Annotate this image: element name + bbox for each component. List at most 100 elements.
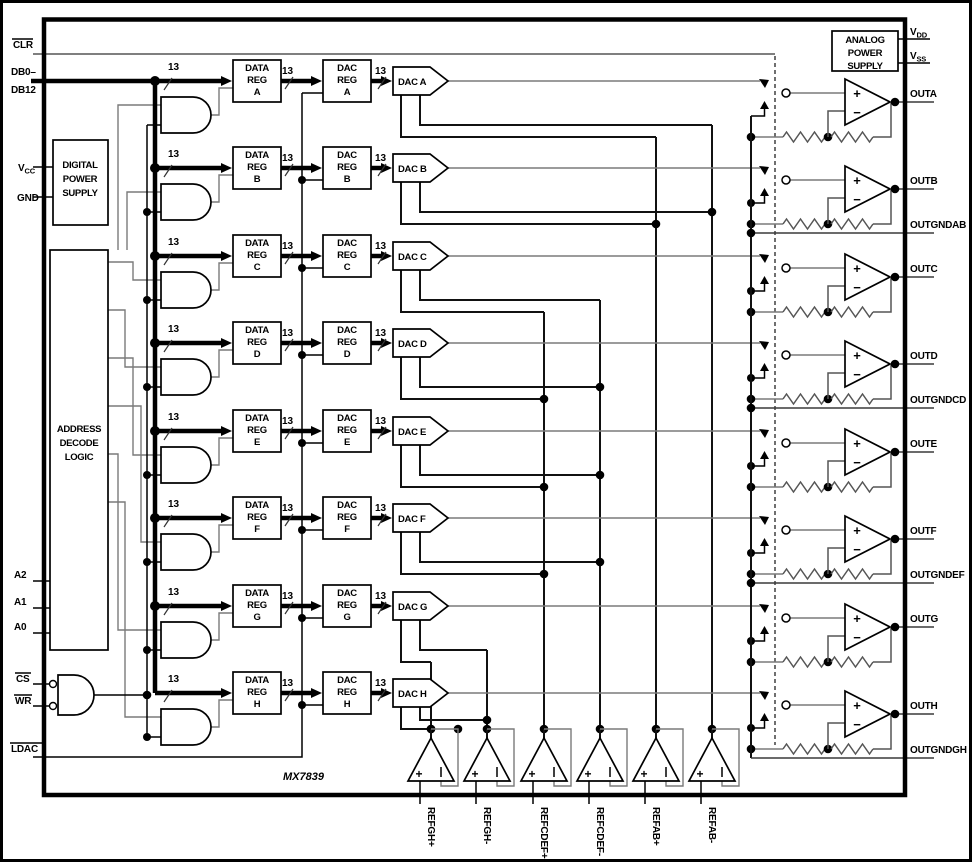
buffer-feedback-loop <box>656 728 684 787</box>
outgnd-pin-label: OUTGNDAB <box>910 220 966 231</box>
opamp <box>844 339 892 389</box>
output-pin-label: OUTF <box>910 526 937 537</box>
output-node-dot <box>890 534 900 544</box>
dac-block <box>392 66 450 96</box>
dac-ref-line <box>400 182 656 225</box>
dac-reg-label: REG <box>337 600 357 611</box>
data-reg-box <box>232 321 282 365</box>
bus-slash <box>163 77 173 91</box>
buffer-plus-sign: + <box>415 767 422 781</box>
junction-dot <box>482 715 492 725</box>
clock-junction-dot <box>143 208 151 216</box>
data-reg-label: REG <box>247 75 267 86</box>
buffer-feedback-loop <box>712 728 740 787</box>
switch-feedback-contact-arrow <box>760 101 769 109</box>
output-node-dot <box>890 447 900 457</box>
opamp-plus-sign: + <box>853 348 861 363</box>
bus-width-label: 13 <box>375 153 387 164</box>
digital-power-label: POWER <box>63 174 98 185</box>
reference-pin-label-group: REFCDEF+ <box>538 807 549 859</box>
dac-reg-box <box>322 409 372 453</box>
ldac-junction-dot <box>298 264 306 272</box>
gate-output-line <box>209 524 233 553</box>
data-reg-box <box>232 146 282 190</box>
opamp <box>844 602 892 652</box>
reference-buffer <box>519 736 569 782</box>
bus-slash <box>284 76 294 90</box>
bus-arrowhead <box>381 251 392 261</box>
junction-dot <box>595 470 605 480</box>
dac-reg-box <box>322 496 372 540</box>
switch-dac-contact-arrow <box>759 254 769 263</box>
data-reg-label: REG <box>247 337 267 348</box>
junction-dot <box>595 382 605 392</box>
reference-pin-label: REFAB- <box>706 807 717 843</box>
opamp-minus-feedback-wire <box>827 635 845 662</box>
outgnd-pin-label: OUTGNDCD <box>910 395 966 406</box>
dac-ref-line <box>400 95 656 138</box>
junction-dot <box>707 207 717 217</box>
bus-width-label: 13 <box>375 241 387 252</box>
ldac-junction-dot <box>298 701 306 709</box>
bus-arrowhead <box>311 251 322 261</box>
analog-power-supply-box <box>831 30 899 72</box>
part-number-label: MX7839 <box>283 771 325 783</box>
dac-reg-label: REG <box>337 425 357 436</box>
dac-ref-line <box>400 620 431 663</box>
feedback-resistor <box>830 305 874 319</box>
data-reg-label: DATA <box>245 588 269 599</box>
bus-arrowhead <box>381 688 392 698</box>
dac-ref-line <box>400 270 544 313</box>
switch-feedback-stub <box>751 634 766 642</box>
decode-line <box>117 104 161 250</box>
switch-wiper-circle <box>781 88 791 98</box>
bus-width-label: 13 <box>375 591 387 602</box>
ldac-junction-dot <box>298 439 306 447</box>
data-reg-label: DATA <box>245 413 269 424</box>
opamp-minus-feedback-wire <box>827 722 845 749</box>
dac-reg-letter: H <box>344 699 351 710</box>
reference-pin-label: REFCDEF+ <box>538 807 549 859</box>
chip-outline <box>41 17 908 798</box>
bus-width-label: 13 <box>168 587 180 598</box>
bus-slash <box>377 688 387 702</box>
ldac-junction-dot <box>298 614 306 622</box>
output-node-dot <box>890 709 900 719</box>
bus-slash <box>163 339 173 353</box>
switch-feedback-contact-arrow <box>760 451 769 459</box>
dac-reg-letter: F <box>344 524 350 535</box>
reference-pin-label-group: REFCDEF- <box>594 807 605 856</box>
data-reg-label: DATA <box>245 63 269 74</box>
reference-pin-label-group: REFGH- <box>481 807 492 844</box>
switch-dac-contact-arrow <box>759 341 769 350</box>
dac-reg-label: DAC <box>337 63 357 74</box>
feedback-wire <box>873 714 892 750</box>
pin-label-subscript: DD <box>916 31 927 40</box>
dac-block-label: DAC A <box>398 77 427 88</box>
data-reg-box <box>232 409 282 453</box>
output-pin-label: OUTH <box>910 701 938 712</box>
bus-slash <box>163 252 173 266</box>
vcc-pin-label: VCC <box>18 163 36 176</box>
gain-resistor <box>782 480 826 494</box>
bus-arrowhead <box>381 338 392 348</box>
buffer-feedback-loop <box>600 728 628 787</box>
opamp-minus-sign: − <box>853 717 861 732</box>
dac-ref-line <box>400 532 544 575</box>
and-gate <box>160 183 212 221</box>
data-reg-box <box>232 671 282 715</box>
switch-dac-contact-arrow <box>759 604 769 613</box>
opamp <box>844 427 892 477</box>
reference-buffer <box>406 736 456 782</box>
bus-slash <box>377 251 387 265</box>
bus-slash <box>284 688 294 702</box>
opamp-minus-feedback-wire <box>827 372 845 399</box>
data-reg-label: REG <box>247 250 267 261</box>
switch-wiper-circle <box>781 438 791 448</box>
bus-width-label: 13 <box>168 62 180 73</box>
bus-slash <box>284 426 294 440</box>
dac-ref-line <box>419 445 600 476</box>
gate-output-line <box>209 87 233 116</box>
buffer-plus-sign: + <box>528 767 535 781</box>
opamp-plus-sign: + <box>853 436 861 451</box>
